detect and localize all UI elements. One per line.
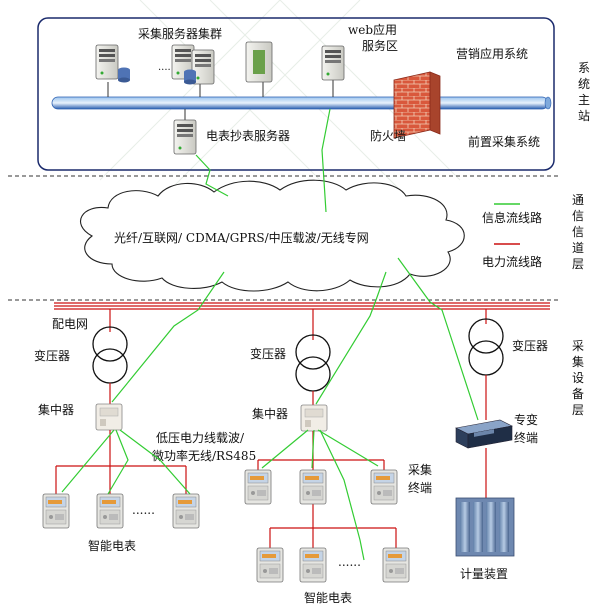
web-service-label-line2: 服务区 [362, 38, 398, 53]
server-icon [321, 45, 345, 81]
concentrator-label: 集中器 [252, 406, 288, 421]
firewall-label: 防火墙 [370, 128, 406, 143]
distribution-network [54, 302, 550, 310]
meter-reading-server: 电表抄表服务器 [173, 109, 290, 155]
svg-text:信: 信 [572, 225, 584, 239]
web-service-label-line1: web应用 [348, 22, 397, 37]
cloud-shape [80, 179, 465, 292]
server-icon [245, 41, 273, 83]
meter-reading-server-label: 电表抄表服务器 [206, 128, 290, 143]
meter-ellipsis: ...... [338, 555, 361, 569]
database-icon [118, 67, 130, 83]
info-flow-lines [61, 108, 479, 561]
smart-meter [42, 493, 70, 529]
distribution-network-label: 配电网 [52, 317, 88, 331]
legend-power-label: 电力流线路 [482, 254, 542, 269]
transformer-left: 变压器 [34, 309, 128, 404]
server-cluster-ellipsis: .... [158, 62, 171, 73]
transformer-icon [468, 318, 504, 376]
svg-text:信: 信 [572, 209, 584, 223]
transformer-right: 变压器 [468, 309, 548, 420]
smart-meter-label: 智能电表 [88, 538, 136, 553]
channel-description: 光纤/互联网/ CDMA/GPRS/中压载波/无线专网 [114, 230, 369, 245]
special-terminal: 专变 终端 [455, 412, 538, 498]
transformer-label: 变压器 [34, 348, 70, 363]
smart-meter [299, 547, 327, 583]
svg-text:主: 主 [578, 93, 590, 107]
server-icon [95, 44, 119, 80]
collection-terminal-label-line1: 采集 [408, 462, 432, 477]
web-server: web应用 服务区 [321, 22, 398, 97]
server-cluster: .... 采集服务器集群 [95, 26, 273, 97]
front-collection-label: 前置采集系统 [468, 134, 540, 149]
communication-cloud: 光纤/互联网/ CDMA/GPRS/中压载波/无线专网 [80, 179, 465, 292]
collection-terminal-label-line2: 终端 [408, 480, 432, 495]
legend: 信息流线路 电力流线路 [482, 203, 542, 269]
smart-meter [96, 493, 124, 529]
smart-meter [256, 547, 284, 583]
svg-text:通: 通 [572, 193, 584, 207]
svg-text:备: 备 [572, 387, 584, 401]
concentrator-mid: 集中器 [252, 404, 328, 432]
master-station-box [37, 17, 555, 171]
comm-method-label-line2: 微功率无线/RS485 [152, 448, 256, 463]
transformer-icon [295, 334, 331, 392]
svg-text:采: 采 [572, 339, 584, 353]
special-terminal-label-line2: 终端 [514, 430, 538, 445]
layer-title-devices: 采 集 设 备 层 [572, 339, 584, 417]
metering-cabinet-icon [455, 497, 515, 557]
transformer-label: 变压器 [250, 346, 286, 361]
transformer-mid: 变压器 [250, 309, 331, 405]
transformer-label: 变压器 [512, 338, 548, 353]
svg-text:道: 道 [572, 241, 584, 255]
terminal-unit-icon [455, 419, 513, 449]
legend-info-label: 信息流线路 [482, 210, 542, 225]
svg-text:系: 系 [578, 61, 590, 75]
metering-device: 计量装置 [455, 497, 515, 581]
layer-title-channel: 通 信 信 道 层 [572, 193, 584, 271]
smart-meter-label: 智能电表 [304, 590, 352, 605]
svg-text:层: 层 [572, 257, 584, 271]
database-icon [184, 69, 196, 85]
concentrator-icon [95, 403, 123, 431]
transformer-icon [92, 326, 128, 384]
server-cluster-label: 采集服务器集群 [138, 26, 222, 41]
svg-text:集: 集 [572, 354, 584, 369]
smart-meter [299, 469, 327, 505]
svg-text:站: 站 [578, 109, 590, 123]
special-terminal-label-line1: 专变 [514, 412, 538, 427]
svg-text:设: 设 [572, 371, 584, 385]
smart-meter [382, 547, 410, 583]
meter-ellipsis: ...... [132, 503, 155, 517]
collection-terminal-meter [370, 469, 398, 505]
marketing-system-label: 营销应用系统 [456, 46, 528, 61]
comm-method-label-line1: 低压电力线载波/ [156, 431, 245, 445]
smart-meter [244, 469, 272, 505]
master-station-section: .... 采集服务器集群 web应用 服务区 营销应用系统 [37, 17, 555, 171]
svg-text:层: 层 [572, 403, 584, 417]
firewall: 防火墙 [370, 71, 441, 143]
concentrator-icon [300, 404, 328, 432]
network-bus [51, 96, 552, 110]
concentrator-label: 集中器 [38, 402, 74, 417]
concentrator-left: 集中器 [38, 402, 123, 431]
metering-device-label: 计量装置 [460, 567, 508, 581]
svg-text:统: 统 [578, 77, 590, 91]
layer-title-master: 系 统 主 站 [578, 61, 590, 123]
smart-meter [172, 493, 200, 529]
server-icon [173, 119, 197, 155]
